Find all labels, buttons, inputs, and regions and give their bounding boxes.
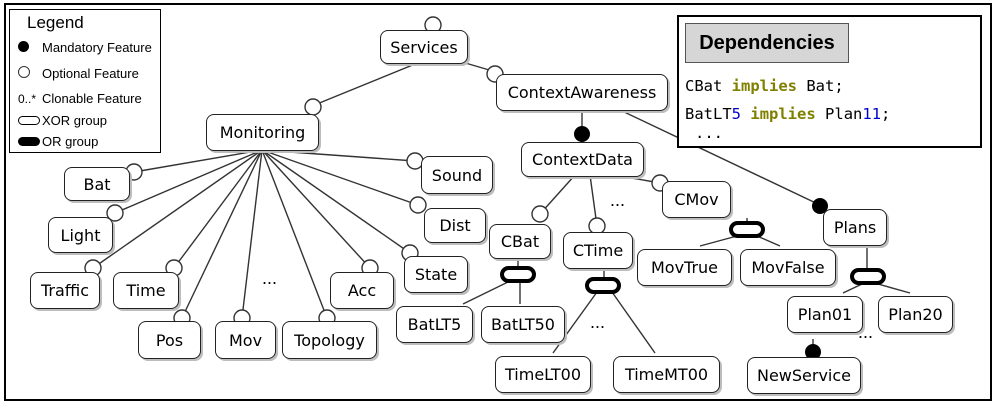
edge-xor-plan20 bbox=[877, 283, 911, 294]
edge-monitoring-dist bbox=[261, 149, 419, 206]
feature-movtrue: MovTrue bbox=[637, 249, 732, 286]
optional-marker-cbat bbox=[531, 205, 549, 223]
edge-monitoring-acc bbox=[261, 149, 371, 269]
clonable-marker: 0..* bbox=[18, 91, 37, 106]
dependency-rule-1: CBat implies Bat; bbox=[685, 77, 844, 95]
legend-mandatory-label: Mandatory Feature bbox=[42, 40, 152, 55]
edge-xor-movfalse bbox=[756, 235, 781, 247]
edge-xor-batlt5 bbox=[462, 280, 511, 305]
ellipsis-contextdata: ... bbox=[610, 190, 626, 210]
mandatory-marker-plans bbox=[812, 198, 828, 214]
feature-services: Services bbox=[380, 30, 468, 64]
edge-xor-plan01 bbox=[842, 283, 863, 294]
or-group-icon bbox=[18, 137, 40, 146]
feature-batlt50: BatLT50 bbox=[481, 306, 565, 343]
feature-movfalse: MovFalse bbox=[740, 249, 836, 286]
ellipsis-plans: ... bbox=[858, 322, 874, 342]
edge-monitoring-mov bbox=[241, 149, 263, 319]
legend-title: Legend bbox=[27, 13, 84, 32]
legend-xor-label: XOR group bbox=[42, 113, 108, 128]
feature-time: Time bbox=[113, 272, 179, 309]
feature-monitoring: Monitoring bbox=[206, 114, 319, 151]
legend-row-xor: XOR group bbox=[18, 113, 107, 128]
legend-row-or: OR group bbox=[18, 134, 98, 149]
optional-marker-icon bbox=[18, 66, 30, 78]
edge-xor-timemt00 bbox=[611, 291, 656, 354]
feature-traffic: Traffic bbox=[30, 272, 100, 309]
feature-cmov: CMov bbox=[662, 181, 731, 218]
edge-monitoring-time bbox=[173, 149, 263, 269]
edge-monitoring-pos bbox=[181, 149, 263, 319]
feature-plans: Plans bbox=[823, 209, 887, 246]
legend-or-label: OR group bbox=[42, 134, 99, 149]
feature-sound: Sound bbox=[421, 156, 493, 194]
xor-group-ctime bbox=[585, 277, 621, 294]
xor-group-plans bbox=[850, 268, 886, 285]
edge-contextdata-cbat bbox=[539, 174, 576, 215]
feature-timelt00: TimeLT00 bbox=[495, 356, 591, 393]
xor-group-cmov bbox=[729, 221, 765, 238]
feature-mov: Mov bbox=[215, 321, 276, 359]
feature-newservice: NewService bbox=[747, 357, 861, 394]
feature-plan20: Plan20 bbox=[878, 296, 953, 333]
feature-contextawareness: ContextAwareness bbox=[496, 74, 668, 111]
optional-marker-dist bbox=[409, 196, 427, 214]
edge-services-monitoring bbox=[311, 61, 421, 107]
optional-marker-monitoring bbox=[304, 98, 322, 116]
mandatory-marker-contextdata bbox=[574, 126, 590, 142]
feature-plan01: Plan01 bbox=[787, 296, 863, 333]
edge-monitoring-bat bbox=[133, 149, 263, 173]
feature-dist: Dist bbox=[424, 208, 486, 243]
edge-xor-movtrue bbox=[699, 235, 738, 247]
legend-box: Legend Mandatory Feature Optional Featur… bbox=[9, 9, 161, 153]
feature-batlt5: BatLT5 bbox=[396, 306, 473, 343]
ellipsis-monitoring: ... bbox=[262, 268, 278, 288]
ellipsis-ctime: ... bbox=[590, 312, 606, 332]
feature-bat: Bat bbox=[64, 167, 130, 201]
feature-state: State bbox=[404, 256, 468, 293]
edge-monitoring-sound bbox=[261, 149, 416, 162]
edge-monitoring-light bbox=[114, 149, 263, 214]
dependency-more: ... bbox=[695, 124, 723, 142]
feature-topology: Topology bbox=[282, 321, 377, 359]
mandatory-marker-icon bbox=[18, 41, 29, 52]
feature-ctime: CTime bbox=[563, 232, 633, 269]
edge-monitoring-topology bbox=[261, 149, 328, 319]
edge-monitoring-state bbox=[261, 149, 411, 254]
edge-xor-timelt00 bbox=[552, 291, 598, 354]
legend-row-optional: Optional Feature bbox=[18, 66, 139, 81]
feature-cbat: CBat bbox=[489, 224, 551, 259]
legend-optional-label: Optional Feature bbox=[42, 66, 139, 81]
dependency-rule-2: BatLT5 implies Plan11; bbox=[685, 105, 891, 123]
feature-light: Light bbox=[48, 217, 113, 253]
diagram-frame bbox=[4, 3, 992, 401]
feature-timemt00: TimeMT00 bbox=[613, 356, 720, 393]
optional-marker-light bbox=[106, 204, 124, 222]
xor-group-cbat bbox=[500, 266, 536, 283]
legend-row-clonable: 0..* Clonable Feature bbox=[18, 91, 142, 106]
dependencies-box: Dependencies CBat implies Bat; BatLT5 im… bbox=[677, 15, 982, 148]
edge-contextawareness-plans bbox=[619, 109, 821, 206]
feature-pos: Pos bbox=[138, 321, 201, 359]
mandatory-marker-newservice bbox=[805, 344, 821, 360]
edge-monitoring-traffic bbox=[92, 149, 263, 269]
xor-group-icon bbox=[18, 116, 40, 125]
dependencies-title: Dependencies bbox=[685, 23, 849, 63]
feature-contextdata: ContextData bbox=[521, 142, 644, 177]
legend-row-mandatory: Mandatory Feature bbox=[18, 40, 152, 55]
feature-acc: Acc bbox=[330, 272, 394, 309]
legend-clonable-label: Clonable Feature bbox=[42, 91, 142, 106]
